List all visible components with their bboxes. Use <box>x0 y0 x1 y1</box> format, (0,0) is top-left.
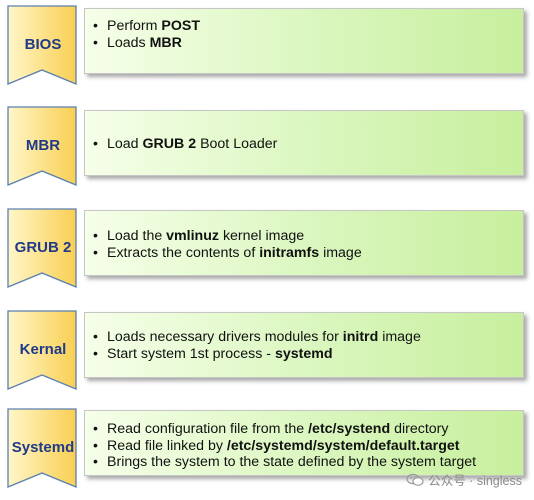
stage-description-box: Read configuration file from the /etc/sy… <box>84 410 524 476</box>
bold-term: vmlinuz <box>166 228 219 244</box>
bullet-item: Start system 1st process - systemd <box>93 346 523 363</box>
stage-mbr: MBR <box>0 105 534 187</box>
text-segment: Load the <box>107 228 167 244</box>
bullet-item: Brings the system to the state defined b… <box>93 454 523 471</box>
chevron-shape <box>7 208 77 288</box>
text-segment: Start system 1st process - <box>107 345 275 362</box>
stage-label: Systemd <box>11 439 75 456</box>
text-segment: directory <box>390 421 449 437</box>
text-segment: image <box>319 244 362 261</box>
stage-systemd: Systemd <box>0 407 534 489</box>
text-segment: Read file linked by <box>107 437 227 454</box>
watermark: 公众号 · singless <box>406 470 522 489</box>
bullet-list: Load the vmlinuz kernel imageExtracts th… <box>85 211 523 261</box>
stage-description-box: Perform POSTLoads MBR <box>84 8 524 74</box>
bullet-list: Loads necessary drivers modules for init… <box>85 313 523 362</box>
text-segment: kernel image <box>219 228 305 244</box>
text-segment: Read configuration file from the <box>107 421 309 437</box>
text-segment: Load <box>107 136 143 152</box>
bold-term: POST <box>161 18 201 34</box>
stage-label: BIOS <box>24 36 62 53</box>
text-segment: Extracts the contents of <box>107 244 260 261</box>
bullet-item: Load the vmlinuz kernel image <box>93 228 523 245</box>
text-segment: Loads necessary drivers modules for <box>107 329 343 345</box>
text-segment: image <box>378 329 421 345</box>
chevron-shape <box>7 5 77 85</box>
stage-label: Kernal <box>19 341 67 358</box>
stage-kernal: Kernal <box>0 309 534 391</box>
watermark-text: 公众号 · singless <box>428 474 522 488</box>
stage-label: MBR <box>25 137 61 154</box>
bullet-item: Read configuration file from the /etc/sy… <box>93 421 523 438</box>
stage-description-box: Load GRUB 2 Boot Loader <box>84 110 524 176</box>
stage-bios: BIOS <box>0 4 534 86</box>
bullet-list: Load GRUB 2 Boot Loader <box>85 111 523 153</box>
chevron-shape <box>7 106 77 186</box>
bold-term: systemd <box>274 345 333 362</box>
wechat-icon <box>406 473 424 486</box>
bullet-item: Loads MBR <box>93 35 523 52</box>
bullet-item: Read file linked by /etc/systemd/system/… <box>93 438 523 455</box>
bold-term: initramfs <box>259 244 320 261</box>
stage-label: GRUB 2 <box>14 239 72 256</box>
bold-term: /etc/systemd/system/default.target <box>226 437 460 454</box>
bold-term: /etc/systend <box>308 421 391 437</box>
stage-description-box: Load the vmlinuz kernel imageExtracts th… <box>84 210 524 276</box>
chevron-shape <box>7 408 77 488</box>
bullet-item: Loads necessary drivers modules for init… <box>93 329 523 346</box>
text-segment: Brings the system to the state defined b… <box>107 454 477 470</box>
stage-description-box: Loads necessary drivers modules for init… <box>84 312 524 378</box>
bullet-list: Perform POSTLoads MBR <box>85 9 523 51</box>
bold-term: MBR <box>149 34 182 51</box>
text-segment: Boot Loader <box>196 136 278 152</box>
bold-term: GRUB 2 <box>142 136 197 152</box>
bullet-item: Load GRUB 2 Boot Loader <box>93 136 523 153</box>
text-segment: Loads <box>107 34 150 51</box>
bold-term: initrd <box>342 329 379 345</box>
bullet-list: Read configuration file from the /etc/sy… <box>85 411 523 471</box>
bullet-item: Perform POST <box>93 18 523 35</box>
chevron-shape <box>7 310 77 390</box>
text-segment: Perform <box>107 18 162 34</box>
bullet-item: Extracts the contents of initramfs image <box>93 245 523 262</box>
stage-grub-2: GRUB 2 <box>0 207 534 289</box>
